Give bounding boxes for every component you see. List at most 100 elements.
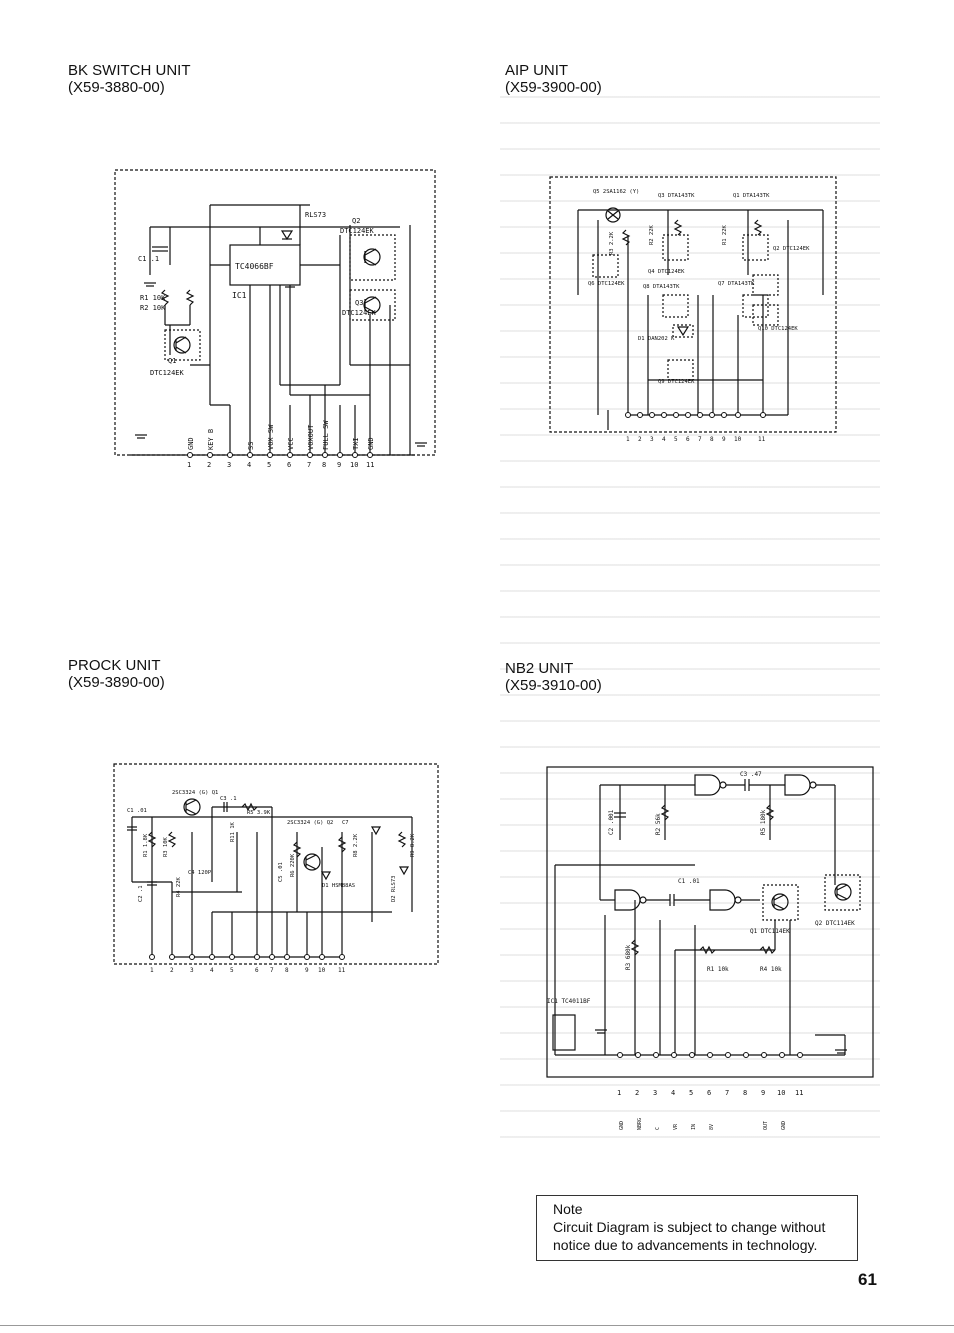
prock-r4-label: R4 22K: [176, 876, 182, 897]
nb2-r5-label: R5 180k: [760, 809, 767, 835]
nb2-pin-number: 10: [777, 1089, 785, 1097]
nb2-pin-number: 3: [653, 1089, 657, 1097]
aip-pin-number: 5: [674, 436, 678, 443]
prock-pin-number: 3: [190, 967, 194, 974]
bk-pin-number: 9: [337, 461, 341, 469]
aip-schematic: Q5 2SA1162 (Y) Q3 DTA143TK Q1 DTA143TK Q…: [549, 176, 837, 443]
aip-pin-number: 1: [626, 436, 630, 443]
bk-pin-number: 3: [227, 461, 231, 469]
aip-q9-label: Q9 DTC124EK: [658, 379, 695, 385]
prock-c4-label: C4 120P: [188, 870, 212, 876]
aip-r3-label: R3 2.2K: [609, 231, 615, 255]
aip-pin-number: 2: [638, 436, 642, 443]
prock-r1-label: R1 1.8K: [143, 833, 149, 857]
nb2-pin-number: 11: [795, 1089, 803, 1097]
nb2-ic-supply-box: [552, 1014, 576, 1051]
bk-q1-box: [164, 329, 201, 361]
nb2-pin-number: 2: [635, 1089, 639, 1097]
bk-switch-title: BK SWITCH UNIT: [68, 62, 191, 79]
nb2-pin-number: 8: [743, 1089, 747, 1097]
nb2-pin-number: 4: [671, 1089, 675, 1097]
bk-pin-label: SS: [247, 442, 255, 450]
aip-pin-number: 4: [662, 436, 666, 443]
prock-c2-label: C2 .1: [138, 885, 144, 902]
bk-pin-number: 5: [267, 461, 271, 469]
nb2-part-number: (X59-3910-00): [505, 677, 602, 694]
prock-schematic: 2SC3324 (G) Q1 2SC3324 (G) Q2 C1 .01 C3 …: [113, 763, 439, 974]
bk-q1-type: DTC124EK: [150, 369, 185, 377]
bk-switch-part-number: (X59-3880-00): [68, 79, 165, 96]
bk-switch-board-outline: [114, 169, 436, 456]
prock-pin-number: 5: [230, 967, 234, 974]
nb2-pin-number: 7: [725, 1089, 729, 1097]
aip-q8-label: Q8 DTA143TK: [643, 284, 680, 290]
bk-pin-label: VOXOUT: [307, 424, 315, 450]
bk-switch-title-block: BK SWITCH UNIT (X59-3880-00): [68, 62, 191, 96]
aip-pin-number: 7: [698, 436, 702, 443]
bk-pin-number: 10: [350, 461, 358, 469]
bk-pin-labels: GND KEY B SS VOX SW VCC VOXOUT FULL SW T…: [187, 420, 375, 450]
prock-r6-label: R6 220K: [290, 853, 296, 877]
prock-pin-number: 7: [270, 967, 274, 974]
bk-pin-numbers: 1 2 3 4 5 6 7 8 9 10 11: [187, 461, 374, 469]
nb2-title: NB2 UNIT: [505, 660, 574, 677]
bk-pin-number: 8: [322, 461, 326, 469]
prock-q1-label: 2SC3324 (G) Q1: [172, 790, 218, 796]
nb2-pin-label: GND: [619, 1121, 625, 1130]
prock-pin-number: 10: [318, 967, 326, 974]
aip-pin-number: 10: [734, 436, 742, 443]
nb2-pin-label: C: [655, 1127, 661, 1130]
bk-pin-number: 4: [247, 461, 251, 469]
nb2-q2-label: Q2 DTC114EK: [815, 920, 855, 927]
prock-pin-number: 9: [305, 967, 309, 974]
bk-q3-box: [349, 289, 396, 321]
bk-pin-label: FULL SW: [322, 420, 330, 450]
prock-pin-number: 11: [338, 967, 346, 974]
aip-part-number: (X59-3900-00): [505, 79, 602, 96]
bk-q3-ref: Q3: [355, 299, 363, 307]
prock-d1-label: D1 HSM88AS: [322, 883, 355, 889]
aip-q5-label: Q5 2SA1162 (Y): [593, 189, 639, 195]
aip-pin-number: 3: [650, 436, 654, 443]
aip-pin-number: 9: [722, 436, 726, 443]
bk-ic-type: TC4066BF: [235, 262, 274, 271]
nb2-pin-number: 6: [707, 1089, 711, 1097]
nb2-q1-label: Q1 DTC114EK: [750, 928, 790, 935]
aip-q7-label: Q7 DTA143TK: [718, 281, 755, 287]
prock-c5-label: C5 .01: [278, 862, 284, 882]
prock-r3-label: R3 10K: [163, 836, 169, 857]
bk-c1-label: C1 .1: [138, 255, 159, 263]
prock-d2-label: D2 RLS73: [391, 876, 397, 903]
note-text-line1: Circuit Diagram is subject to change wit…: [553, 1219, 826, 1235]
aip-q2-label: Q2 DTC124EK: [773, 246, 810, 252]
note-heading: Note: [553, 1201, 583, 1217]
prock-c3-label: C3 .1: [220, 796, 237, 802]
prock-c1-label: C1 .01: [127, 808, 147, 814]
nb2-c3-label: C3 .47: [740, 771, 762, 778]
nb2-pin-label: VR: [673, 1123, 679, 1130]
nb2-board-outline: [546, 766, 874, 1078]
prock-title: PROCK UNIT: [68, 657, 161, 674]
nb2-pin-number: 1: [617, 1089, 621, 1097]
bk-pin-number: 11: [366, 461, 374, 469]
prock-r5-label: R5 3.9K: [247, 810, 271, 816]
aip-title: AIP UNIT: [505, 62, 569, 79]
aip-pin-number: 11: [758, 436, 766, 443]
nb2-gate-top-right: [784, 774, 811, 796]
bk-ic-ref: IC1: [232, 291, 247, 300]
nb2-ic-label: IC1 TC4011BF: [547, 998, 591, 1005]
prock-title-block: PROCK UNIT (X59-3890-00): [68, 657, 165, 691]
prock-part-number: (X59-3890-00): [68, 674, 165, 691]
prock-board-outline: [113, 763, 439, 965]
bk-pin-label: VCC: [287, 437, 295, 450]
bk-q2-type: DTC124EK: [340, 227, 375, 235]
bk-d1-type: RLS73: [305, 211, 326, 219]
page-number: 61: [858, 1270, 877, 1289]
nb2-title-block: NB2 UNIT (X59-3910-00): [505, 660, 602, 694]
nb2-pin-label: 8V: [709, 1124, 715, 1130]
aip-q4-label: Q4 DTC124EK: [648, 269, 685, 275]
nb2-gate-mid-left: [614, 889, 641, 911]
bk-pin-label: KEY B: [207, 429, 215, 450]
aip-q3-label: Q3 DTA143TK: [658, 193, 695, 199]
bk-pin-number: 1: [187, 461, 191, 469]
